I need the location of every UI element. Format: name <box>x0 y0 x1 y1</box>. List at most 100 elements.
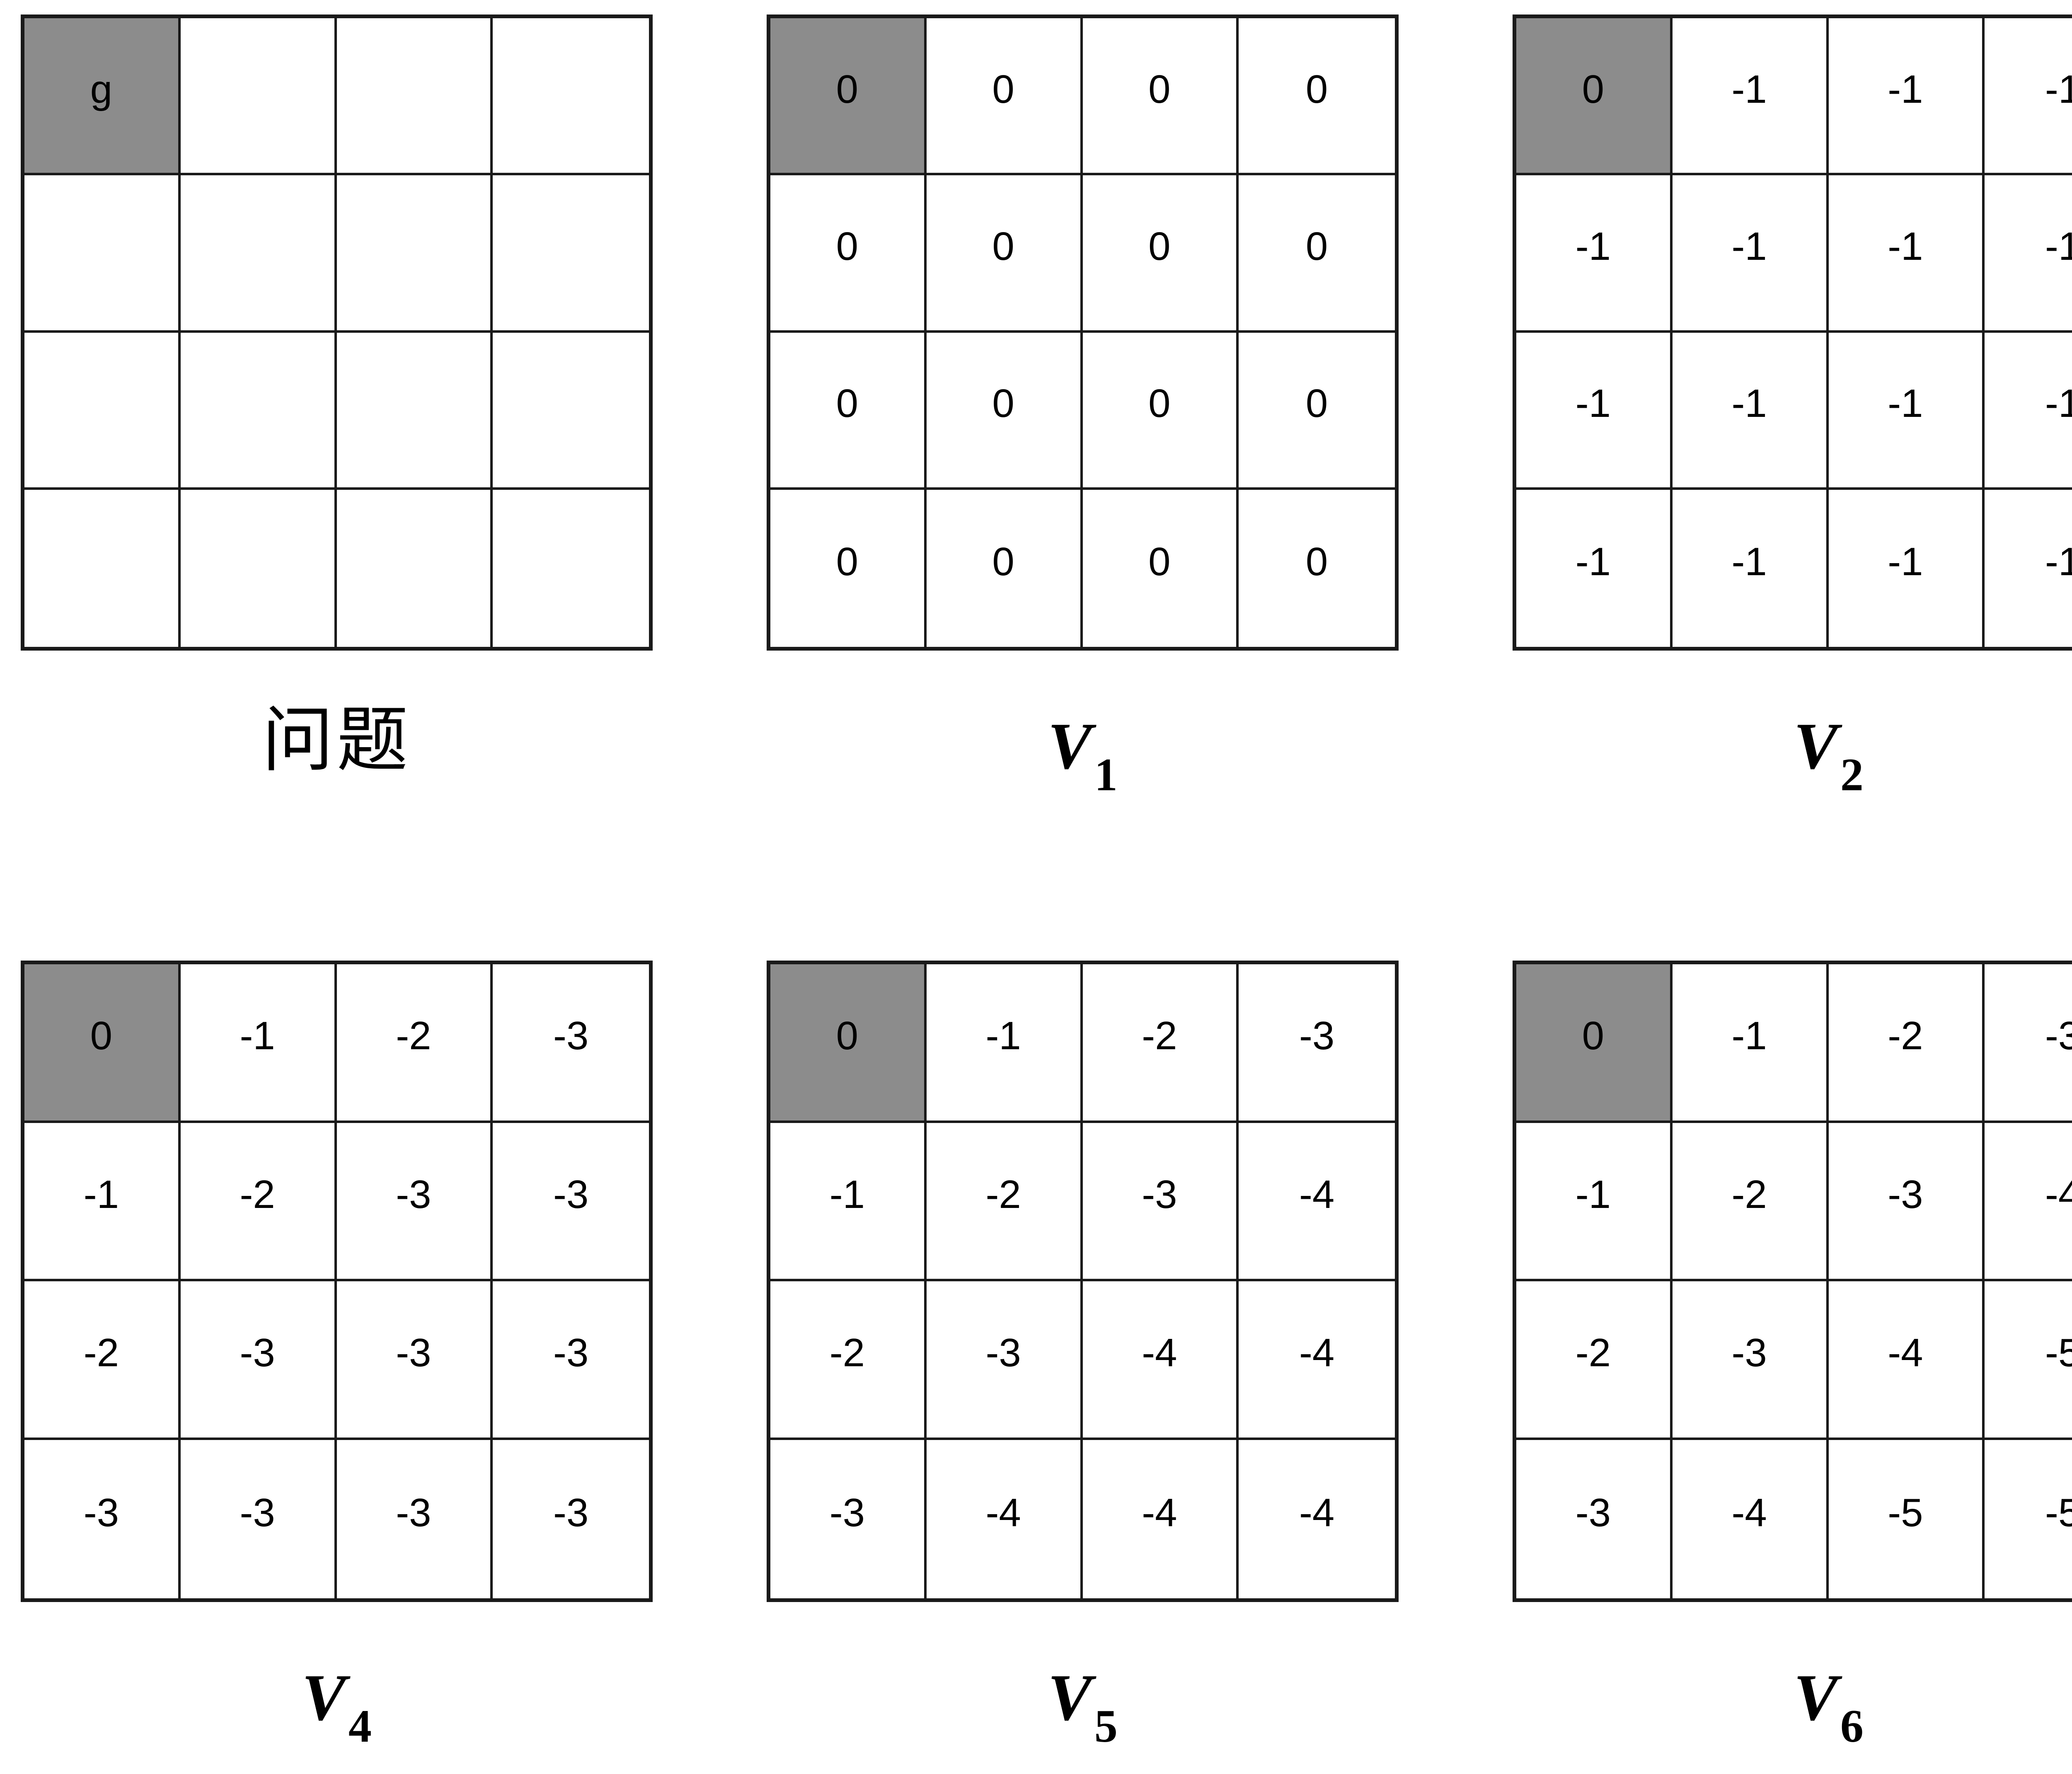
value-cell: -2 <box>1672 1123 1829 1281</box>
value-cell: 0 <box>1239 332 1395 490</box>
value-cell: 0 <box>1082 18 1239 176</box>
value-cell: 0 <box>1082 332 1239 490</box>
value-cell: -3 <box>926 1281 1083 1440</box>
value-cell: -2 <box>1082 964 1239 1123</box>
value-cell <box>336 18 493 176</box>
value-cell: -4 <box>1082 1440 1239 1598</box>
value-cell: -3 <box>493 1440 649 1598</box>
value-cell: -1 <box>1516 489 1673 647</box>
value-cell: -4 <box>926 1440 1083 1598</box>
value-cell: -3 <box>493 1281 649 1440</box>
value-cell: -1 <box>1985 489 2072 647</box>
value-cell: -3 <box>336 1440 493 1598</box>
value-cell: -1 <box>1672 964 1829 1123</box>
value-cell: 0 <box>926 489 1083 647</box>
value-cell: 0 <box>1239 18 1395 176</box>
value-cell: -1 <box>1985 175 2072 333</box>
value-cell <box>24 332 181 490</box>
value-cell: -3 <box>1828 1123 1985 1281</box>
value-cell: -1 <box>1672 175 1829 333</box>
panel-caption-problem: 问题 <box>262 698 411 782</box>
value-cell <box>336 489 493 647</box>
value-cell <box>493 18 649 176</box>
panel-caption-v6: V6 <box>1513 1664 2072 1750</box>
goal-cell: 0 <box>1516 18 1673 176</box>
value-cell: -2 <box>24 1281 181 1440</box>
caption-subscript: 2 <box>1840 749 1864 801</box>
value-cell: 0 <box>926 175 1083 333</box>
panel-caption-v1: V1 <box>767 713 1399 798</box>
value-cell: -3 <box>180 1440 337 1598</box>
value-cell: -1 <box>24 1123 181 1281</box>
caption-subscript: 5 <box>1094 1701 1118 1752</box>
value-cell: -1 <box>1672 489 1829 647</box>
value-cell: -1 <box>1672 18 1829 176</box>
value-cell: -4 <box>1985 1123 2072 1281</box>
goal-cell: 0 <box>24 964 181 1123</box>
value-cell: -3 <box>336 1281 493 1440</box>
value-cell: -1 <box>1828 489 1985 647</box>
value-grid-v2: 0-1-1-1-1-1-1-1-1-1-1-1-1-1-1-1 <box>1513 15 2072 651</box>
value-cell: -3 <box>493 1123 649 1281</box>
value-cell: -3 <box>1672 1281 1829 1440</box>
value-cell: -1 <box>1672 332 1829 490</box>
caption-symbol: V <box>1048 1660 1092 1734</box>
value-cell: -3 <box>24 1440 181 1598</box>
panel-caption-v5: V5 <box>767 1664 1399 1750</box>
value-cell: -3 <box>1082 1123 1239 1281</box>
value-cell: -1 <box>926 964 1083 1123</box>
goal-cell: 0 <box>770 964 927 1123</box>
value-cell: -2 <box>1516 1281 1673 1440</box>
caption-symbol: V <box>1048 709 1092 783</box>
value-cell: -4 <box>1239 1281 1395 1440</box>
value-cell <box>180 489 337 647</box>
value-cell: 0 <box>926 18 1083 176</box>
value-cell: -5 <box>1828 1440 1985 1598</box>
panel-problem: g 问题 <box>0 0 746 946</box>
value-grid-v6: 0-1-2-3-1-2-3-4-2-3-4-5-3-4-5-5 <box>1513 961 2072 1602</box>
value-cell: 0 <box>770 489 927 647</box>
caption-symbol: V <box>1794 709 1838 783</box>
value-cell: -2 <box>180 1123 337 1281</box>
value-cell: -4 <box>1239 1123 1395 1281</box>
goal-cell: g <box>24 18 181 176</box>
value-cell: -1 <box>1985 332 2072 490</box>
caption-symbol: V <box>1794 1660 1838 1734</box>
value-cell <box>336 175 493 333</box>
caption-subscript: 6 <box>1840 1701 1864 1752</box>
goal-cell: 0 <box>770 18 927 176</box>
value-cell: -2 <box>926 1123 1083 1281</box>
value-cell: -1 <box>180 964 337 1123</box>
value-cell: -2 <box>770 1281 927 1440</box>
caption-subscript: 4 <box>348 1701 372 1752</box>
value-cell: -1 <box>1828 175 1985 333</box>
value-cell <box>180 18 337 176</box>
value-cell: -4 <box>1239 1440 1395 1598</box>
value-cell: -5 <box>1985 1440 2072 1598</box>
value-cell <box>493 175 649 333</box>
value-cell: 0 <box>1082 489 1239 647</box>
value-cell <box>180 332 337 490</box>
value-cell: -3 <box>336 1123 493 1281</box>
value-cell: -4 <box>1082 1281 1239 1440</box>
value-cell <box>24 489 181 647</box>
value-cell: -1 <box>770 1123 927 1281</box>
value-cell: -3 <box>1985 964 2072 1123</box>
value-cell: 0 <box>1082 175 1239 333</box>
caption-subscript: 1 <box>1094 749 1118 801</box>
value-cell: 0 <box>770 175 927 333</box>
value-cell: -3 <box>1516 1440 1673 1598</box>
value-cell: -1 <box>1828 332 1985 490</box>
value-cell: -1 <box>1828 18 1985 176</box>
value-cell <box>180 175 337 333</box>
value-cell <box>493 489 649 647</box>
value-cell: 0 <box>1239 175 1395 333</box>
value-cell: -1 <box>1516 332 1673 490</box>
value-cell: -2 <box>336 964 493 1123</box>
goal-cell: 0 <box>1516 964 1673 1123</box>
